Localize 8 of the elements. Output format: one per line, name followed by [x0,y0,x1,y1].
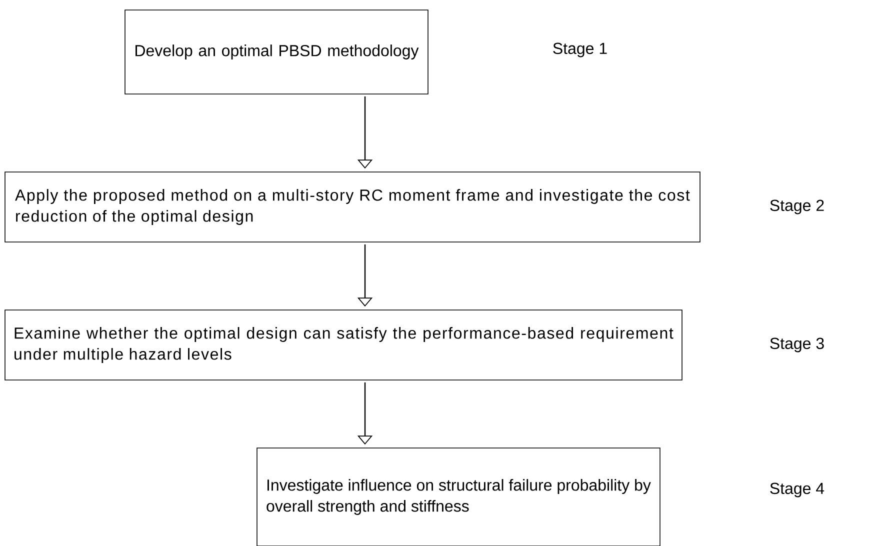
process-box: Apply the proposed method on a multi-story RC moment frame and investigate the cost reduction of the optimal design [4,172,700,242]
stage-label: Stage 1 [553,42,607,58]
stage-label: Stage 2 [770,200,824,214]
stage-label: Stage 4 [770,482,824,498]
stage-label: Stage 3 [770,338,824,352]
process-box: Examine whether the optimal design can satisfy the performance-based requirement under multiple hazard levels [4,310,682,380]
process-box: Develop an optimal PBSD methodology [124,10,428,94]
process-box: Investigate influence on structural failure probability by overall strength and stiffness [256,448,660,546]
